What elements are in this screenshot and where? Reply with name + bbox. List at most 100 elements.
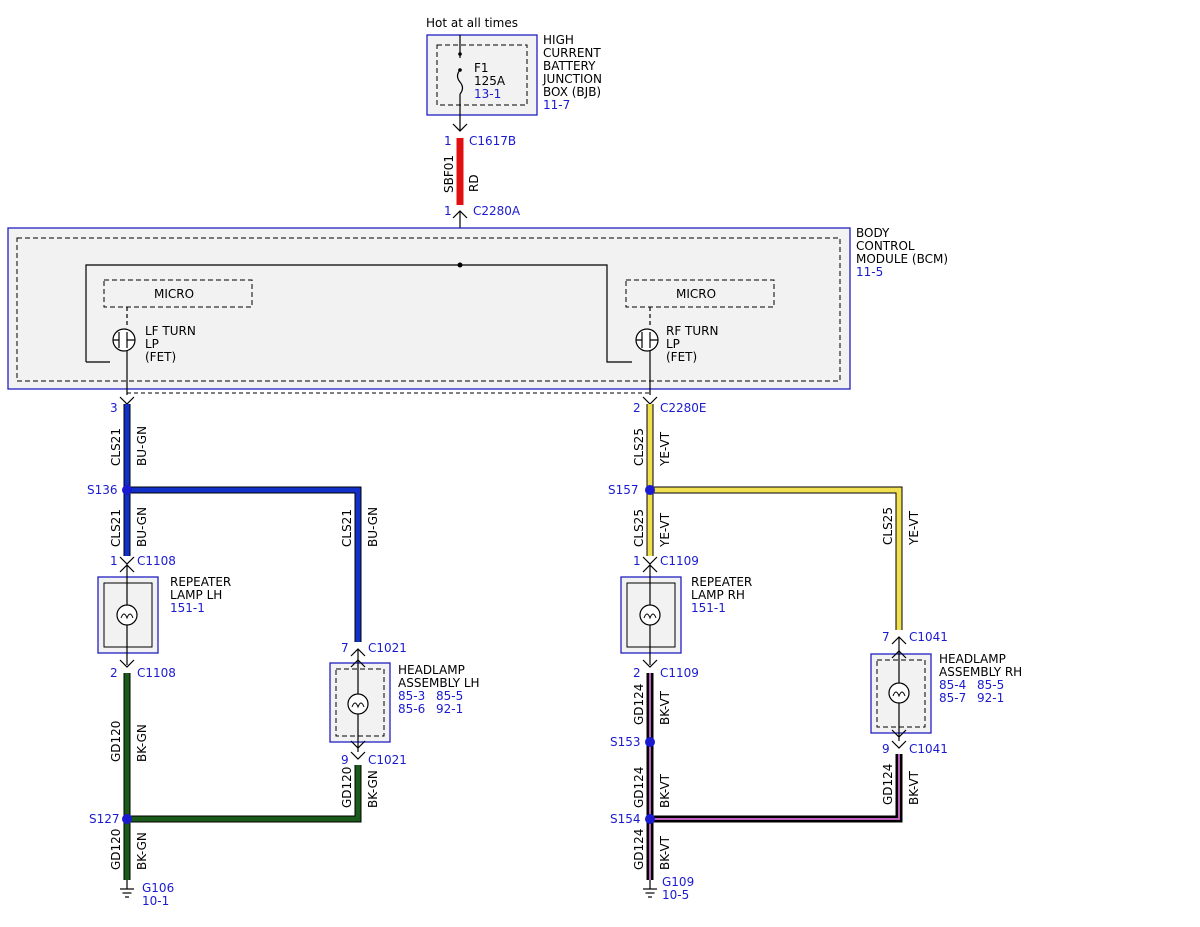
sbf01-circuit: SBF01	[442, 155, 456, 193]
svg-text:HEADLAMP: HEADLAMP	[939, 652, 1006, 666]
splice-s154	[645, 814, 655, 824]
svg-text:11-5: 11-5	[856, 265, 883, 279]
svg-text:CLS25: CLS25	[632, 428, 646, 466]
svg-text:151-1: 151-1	[691, 601, 726, 615]
fet-right-label: RF TURN LP (FET)	[666, 324, 718, 364]
svg-text:LP: LP	[145, 337, 159, 351]
svg-text:7: 7	[882, 630, 890, 644]
svg-text:CONTROL: CONTROL	[856, 239, 915, 253]
svg-text:S154: S154	[610, 812, 641, 826]
headlamp-lh-label: HEADLAMP ASSEMBLY LH 85-3 85-5 85-6 92-1	[398, 663, 480, 716]
svg-text:9: 9	[882, 742, 890, 756]
svg-text:85-6: 85-6	[398, 702, 425, 716]
svg-text:92-1: 92-1	[436, 702, 463, 716]
svg-text:REPEATER: REPEATER	[170, 575, 231, 589]
svg-text:BU-GN: BU-GN	[135, 426, 149, 466]
svg-text:(FET): (FET)	[666, 350, 697, 364]
svg-text:GD120: GD120	[109, 829, 123, 870]
svg-text:LF TURN: LF TURN	[145, 324, 196, 338]
svg-text:REPEATER: REPEATER	[691, 575, 752, 589]
bcm-label: BODY CONTROL MODULE (BCM) 11-5	[856, 226, 948, 279]
svg-text:85-3: 85-3	[398, 689, 425, 703]
wire-gd120	[123, 673, 362, 880]
svg-text:S136: S136	[87, 483, 118, 497]
svg-text:C1108: C1108	[137, 554, 176, 568]
svg-text:CLS21: CLS21	[340, 509, 354, 547]
svg-text:(FET): (FET)	[145, 350, 176, 364]
svg-text:CLS21: CLS21	[109, 428, 123, 466]
c2280e-left-pin: 3	[110, 401, 118, 415]
g106-name: G106	[142, 881, 174, 895]
svg-text:C1021: C1021	[368, 641, 407, 655]
headlamp-rh-label: HEADLAMP ASSEMBLY RH 85-4 85-5 85-7 92-1	[939, 652, 1022, 705]
splice-s127	[122, 814, 132, 824]
svg-text:BK-GN: BK-GN	[135, 832, 149, 870]
svg-text:BATTERY: BATTERY	[543, 59, 596, 73]
splice-s157	[645, 485, 655, 495]
svg-text:1: 1	[633, 554, 641, 568]
svg-text:HEADLAMP: HEADLAMP	[398, 663, 465, 677]
bjb-box	[426, 34, 538, 116]
svg-text:S127: S127	[89, 812, 120, 826]
connector-chevron	[350, 751, 366, 760]
svg-text:BK-GN: BK-GN	[366, 770, 380, 808]
svg-text:BK-GN: BK-GN	[135, 724, 149, 762]
svg-text:ASSEMBLY RH: ASSEMBLY RH	[939, 665, 1022, 679]
svg-text:7: 7	[341, 641, 349, 655]
svg-text:BOX (BJB): BOX (BJB)	[543, 85, 601, 99]
svg-text:85-5: 85-5	[436, 689, 463, 703]
lamp-icon	[639, 604, 661, 626]
svg-text:BK-VT: BK-VT	[658, 835, 672, 870]
connector-chevron	[642, 556, 658, 565]
svg-text:BK-VT: BK-VT	[658, 690, 672, 725]
svg-text:GD124: GD124	[881, 764, 895, 805]
svg-text:BODY: BODY	[856, 226, 890, 240]
svg-text:1: 1	[110, 554, 118, 568]
svg-text:C1108: C1108	[137, 666, 176, 680]
svg-text:MODULE (BCM): MODULE (BCM)	[856, 252, 948, 266]
svg-text:92-1: 92-1	[977, 691, 1004, 705]
bcm-box	[7, 227, 851, 390]
c2280e-pin: 2	[633, 401, 641, 415]
connector-chevron	[891, 740, 907, 749]
bcm-inner-dashed	[16, 237, 841, 382]
svg-text:YE-VT: YE-VT	[658, 512, 672, 548]
fuse-name: F1	[474, 61, 489, 75]
svg-text:CURRENT: CURRENT	[543, 46, 601, 60]
svg-text:LP: LP	[666, 337, 680, 351]
micro-right-box	[625, 279, 775, 308]
svg-text:BU-GN: BU-GN	[135, 507, 149, 547]
connector-chevron	[119, 396, 135, 405]
micro-left-label: MICRO	[154, 287, 194, 301]
wire-cls25	[646, 404, 903, 630]
wire-gd124	[646, 673, 903, 880]
svg-text:2: 2	[110, 666, 118, 680]
connector-chevron	[642, 396, 658, 405]
g109-ref: 10-5	[662, 888, 689, 902]
micro-left-box	[103, 279, 253, 308]
svg-text:85-7: 85-7	[939, 691, 966, 705]
c1617b-name: C1617B	[469, 134, 516, 148]
svg-text:C1109: C1109	[660, 554, 699, 568]
fet-left-icon	[112, 328, 136, 352]
svg-text:YE-VT: YE-VT	[658, 431, 672, 467]
splice-s153	[645, 737, 655, 747]
svg-text:C1041: C1041	[909, 742, 948, 756]
svg-text:GD124: GD124	[632, 767, 646, 808]
svg-text:JUNCTION: JUNCTION	[542, 72, 602, 86]
svg-text:HIGH: HIGH	[543, 33, 574, 47]
repeater-lamp-rh-label: REPEATER LAMP RH 151-1	[691, 575, 752, 615]
svg-text:CLS25: CLS25	[881, 507, 895, 545]
svg-text:LAMP RH: LAMP RH	[691, 588, 745, 602]
svg-text:C1041: C1041	[909, 630, 948, 644]
svg-text:C1021: C1021	[368, 753, 407, 767]
svg-text:CLS25: CLS25	[632, 509, 646, 547]
fuse-ref: 13-1	[474, 87, 501, 101]
svg-text:S153: S153	[610, 735, 641, 749]
c2280a-name: C2280A	[473, 204, 521, 218]
connector-chevron	[452, 123, 468, 132]
svg-text:BK-VT: BK-VT	[658, 773, 672, 808]
svg-text:ASSEMBLY LH: ASSEMBLY LH	[398, 676, 480, 690]
ground-icon	[120, 880, 134, 898]
